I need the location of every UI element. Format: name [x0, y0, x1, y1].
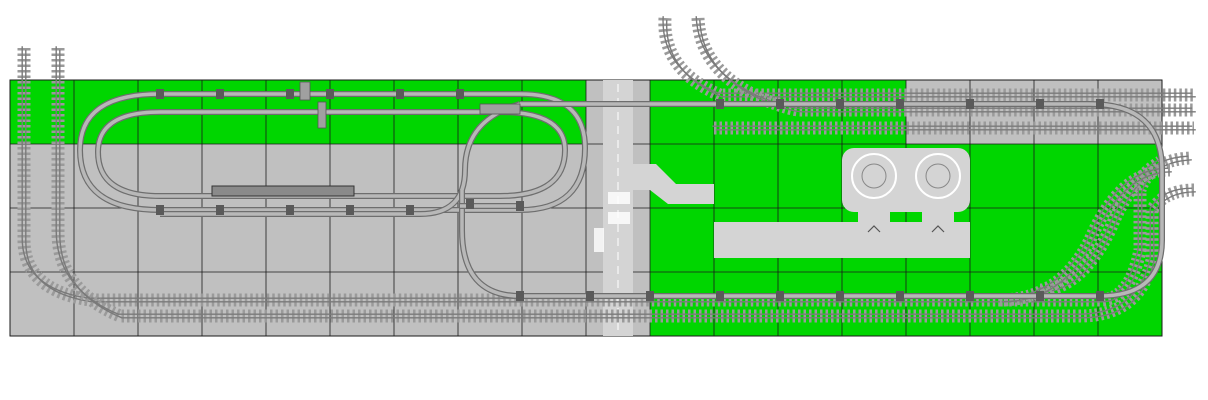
- monorail-support: [1036, 99, 1044, 109]
- monorail-support: [776, 99, 784, 109]
- monorail-support: [396, 89, 404, 99]
- monorail-support: [1096, 99, 1104, 109]
- monorail-support: [286, 205, 294, 215]
- runway-road: [714, 222, 970, 258]
- monorail-support: [716, 291, 724, 301]
- monorail-support: [1036, 291, 1044, 301]
- crosswalk-top: [608, 192, 630, 204]
- monorail-track: [76, 89, 1165, 301]
- monorail-support: [1096, 291, 1104, 301]
- monorail-beam: [460, 102, 1164, 298]
- monorail-support: [516, 291, 524, 301]
- roundabout-right: [915, 153, 961, 233]
- monorail-support: [286, 89, 294, 99]
- monorail-support: [836, 99, 844, 109]
- monorail-beam: [160, 102, 521, 216]
- monorail-support: [156, 89, 164, 99]
- monorail-support: [456, 89, 464, 99]
- track-sleepers: [691, 17, 1194, 117]
- monorail-support: [836, 291, 844, 301]
- monorail-support: [966, 99, 974, 109]
- station-platform: [211, 81, 521, 197]
- roundabout-left: [851, 153, 897, 233]
- monorail-support: [216, 205, 224, 215]
- grass-area-corner: [10, 80, 66, 144]
- monorail-support: [586, 291, 594, 301]
- crosswalk-bottom: [608, 212, 630, 224]
- track-rail: [998, 167, 1169, 299]
- track-sleepers: [658, 17, 1194, 102]
- monorail-support: [716, 99, 724, 109]
- monorail-support: [646, 291, 654, 301]
- side-road: [633, 164, 714, 204]
- roundabouts: [851, 153, 961, 233]
- track-rail: [695, 16, 1193, 109]
- monorail-support: [466, 199, 474, 209]
- monorail-support: [776, 291, 784, 301]
- crosswalk-left: [594, 228, 604, 252]
- monorail-support: [406, 205, 414, 215]
- track-sleepers: [1039, 156, 1164, 297]
- monorail-support: [896, 291, 904, 301]
- monorail-support: [966, 291, 974, 301]
- monorail-support: [516, 201, 524, 211]
- monorail-beam: [96, 110, 567, 198]
- monorail-support: [346, 205, 354, 215]
- track-rail: [699, 19, 1196, 113]
- monorail-support: [326, 89, 334, 99]
- monorail-support: [216, 89, 224, 99]
- monorail-support: [156, 205, 164, 215]
- monorail-support: [896, 99, 904, 109]
- track-rail: [666, 19, 1196, 98]
